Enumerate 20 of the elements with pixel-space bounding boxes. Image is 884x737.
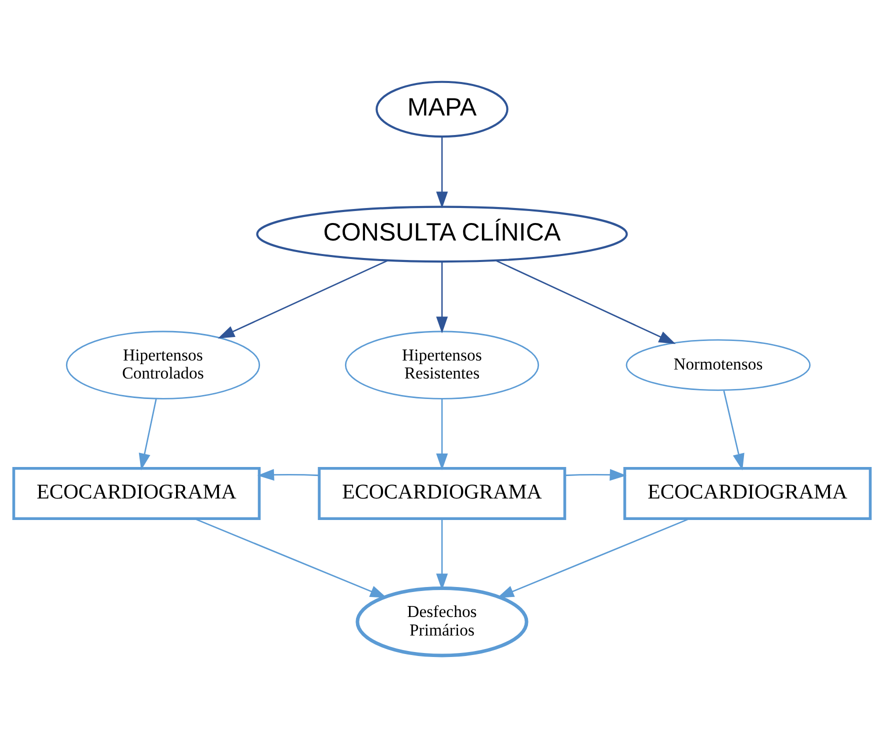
node-box: ECOCARDIOGRAMA — [12, 466, 261, 520]
arrow — [138, 398, 157, 470]
arrow — [436, 262, 448, 334]
arrow — [723, 390, 744, 470]
arrow — [194, 518, 387, 598]
node-ellipse: Normotensos — [626, 339, 811, 391]
arrow — [564, 468, 627, 481]
node-ellipse: Hipertensos Controlados — [66, 330, 260, 400]
arrow — [257, 468, 319, 481]
arrow — [496, 260, 676, 344]
node-ellipse: CONSULTA CLÍNICA — [256, 206, 628, 263]
node-ellipse: Hipertensos Resistentes — [344, 330, 540, 400]
node-ellipse: MAPA — [376, 80, 508, 138]
arrow — [436, 398, 448, 470]
arrow — [436, 519, 448, 590]
arrow — [497, 518, 690, 598]
arrow — [436, 137, 448, 208]
node-box: ECOCARDIOGRAMA — [318, 466, 566, 520]
arrow — [218, 260, 388, 339]
node-box: ECOCARDIOGRAMA — [623, 466, 872, 520]
